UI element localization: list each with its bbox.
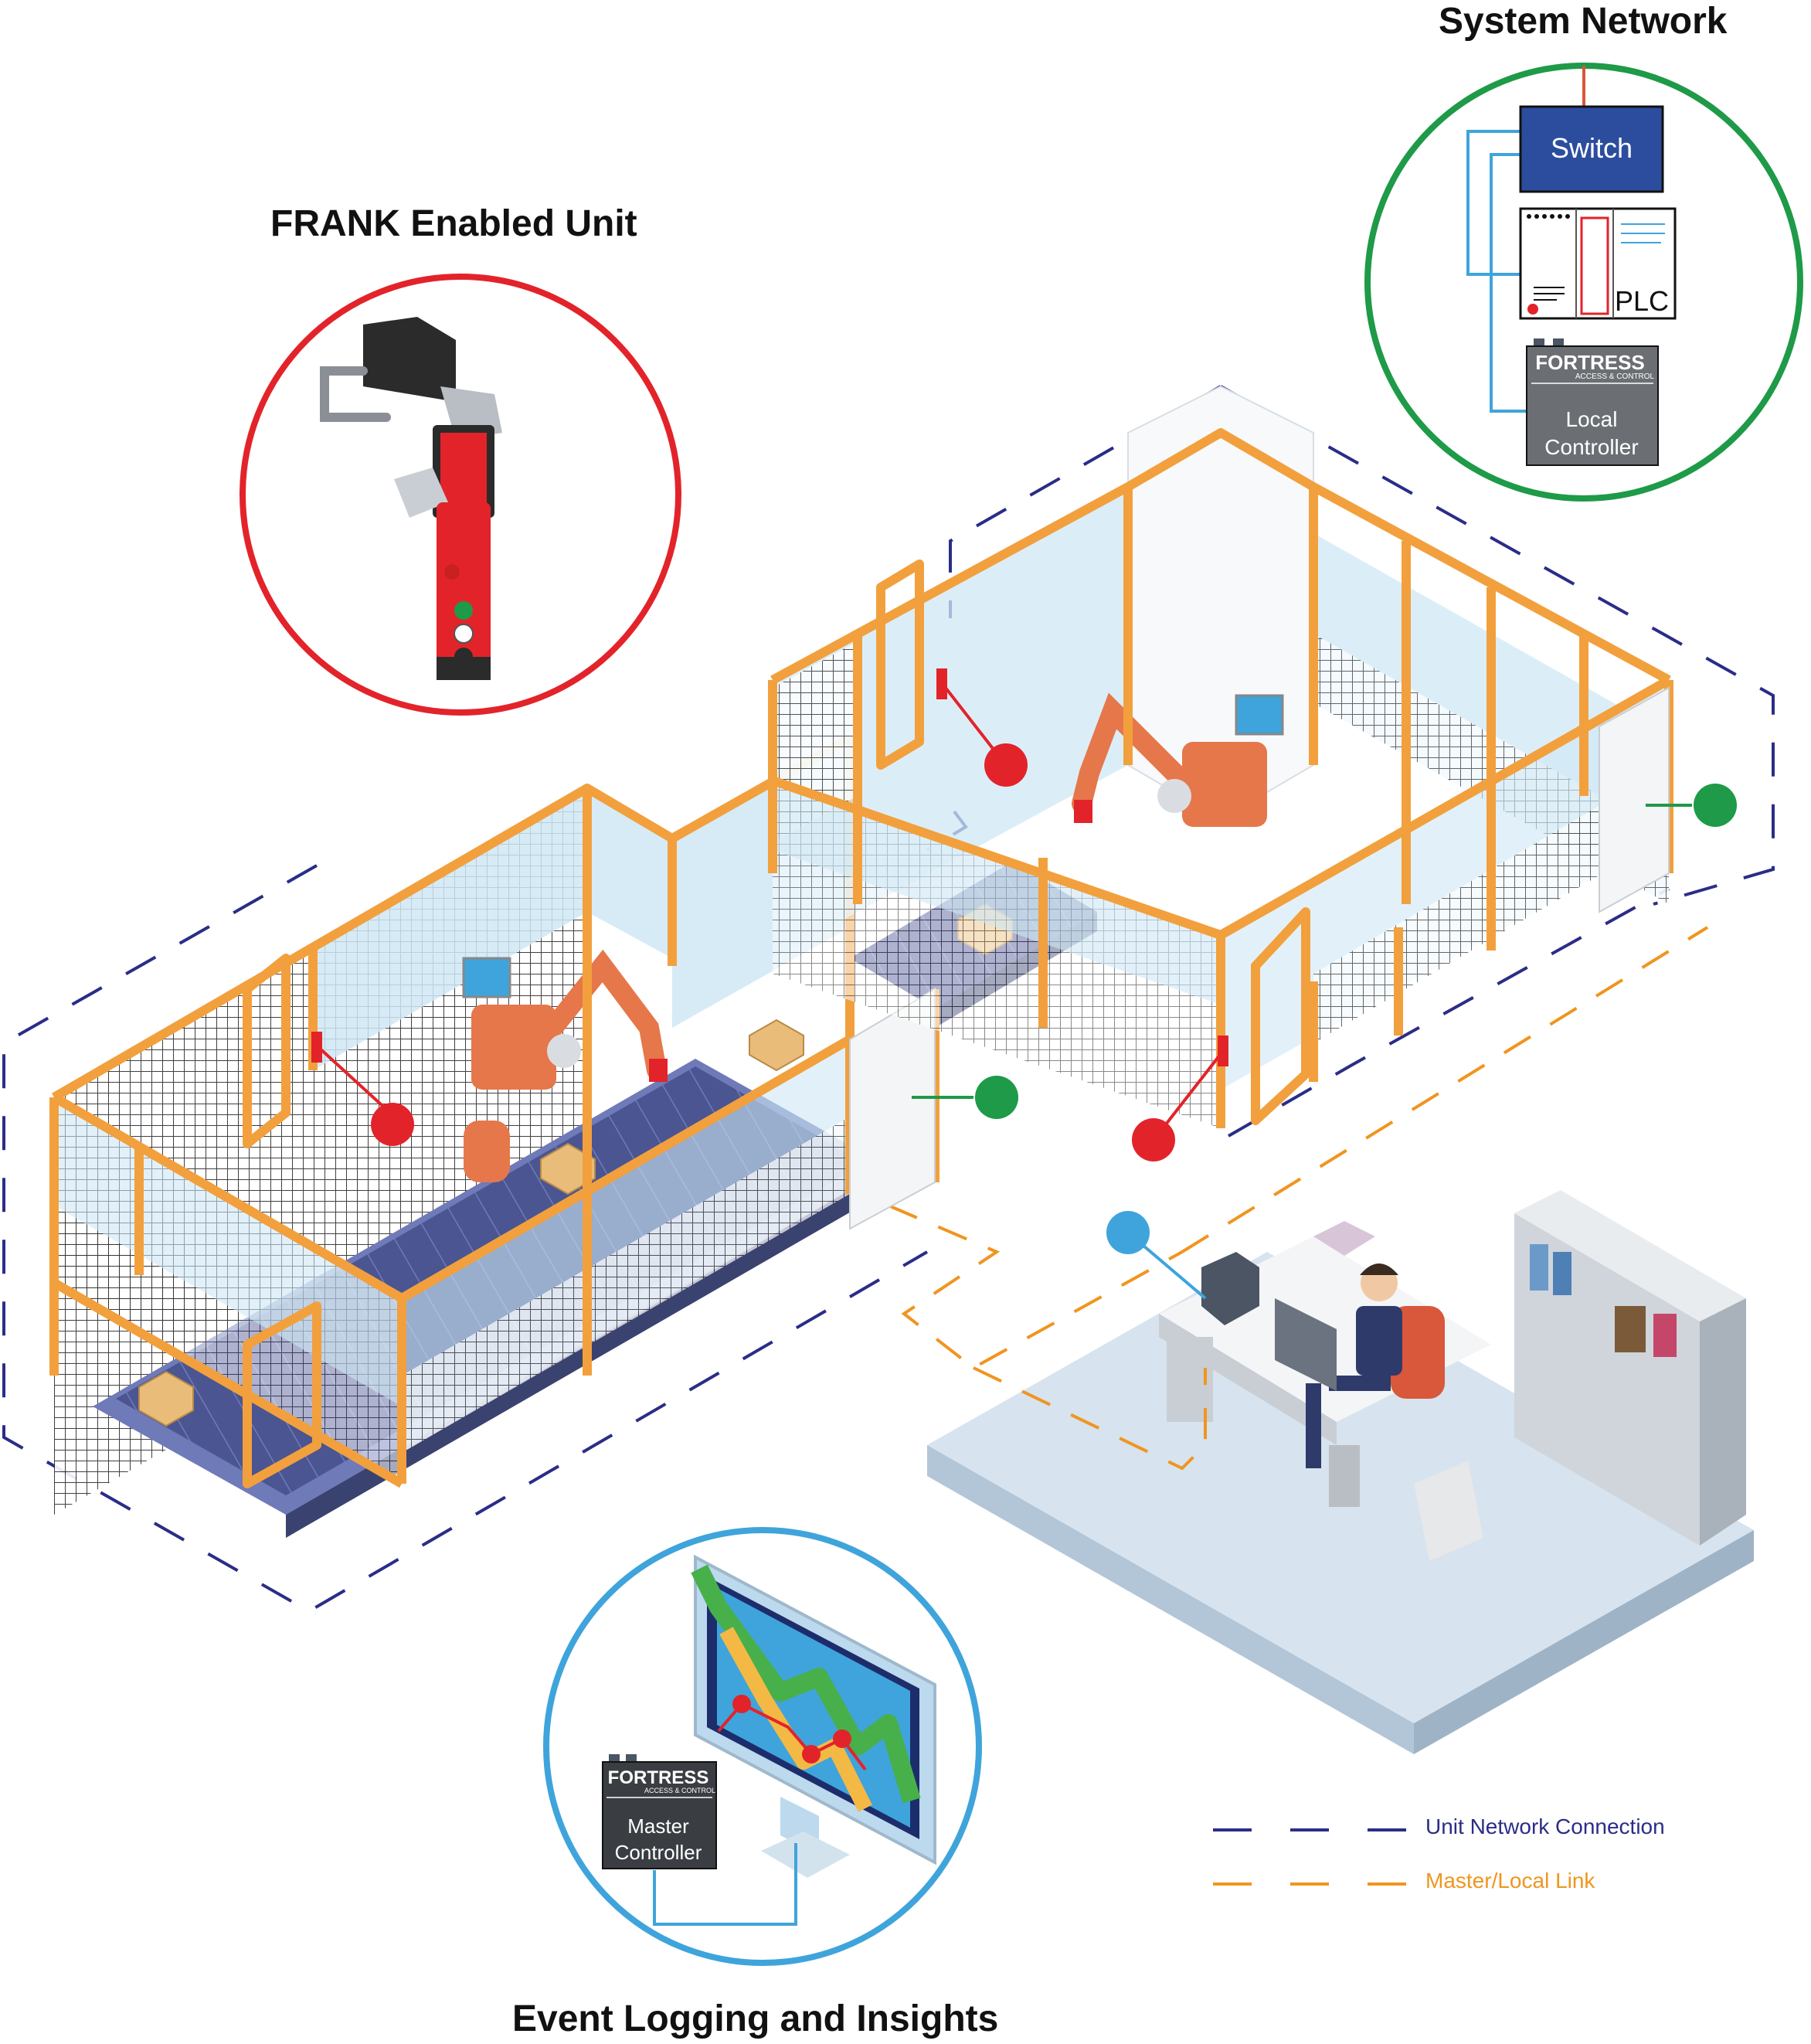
event-logging-callout: FORTRESS ACCESS & CONTROL Master Control… (543, 1527, 982, 1966)
robot-arm-icon (1072, 692, 1284, 827)
door-node (1132, 1118, 1175, 1161)
switch-label: Switch (1551, 132, 1633, 164)
master-controller-brand: FORTRESS (608, 1767, 709, 1788)
master-controller-line1: Master (627, 1814, 689, 1838)
legend-unit-network-label: Unit Network Connection (1425, 1814, 1665, 1838)
plc-device: PLC (1519, 207, 1677, 320)
local-controller-device: FORTRESS ACCESS & CONTROL Local Controll… (1526, 338, 1659, 466)
event-logging-title: Event Logging and Insights (512, 1998, 999, 2039)
left-robot-cell (49, 733, 1097, 1538)
robot-arm-icon (462, 949, 668, 1182)
master-controller-device: FORTRESS ACCESS & CONTROL Master Control… (602, 1754, 717, 1869)
door-node (371, 1103, 414, 1146)
safety-interlock-icon (320, 317, 502, 680)
master-local-lines (888, 926, 1709, 1471)
office-worker-icon (1306, 1263, 1445, 1468)
local-controller-line2: Controller (1544, 435, 1638, 459)
frank-unit-callout (240, 274, 681, 716)
legend-master-local-label: Master/Local Link (1425, 1869, 1595, 1893)
system-network-callout: Switch PLC FORTRESS ACCESS & CONTROL Loc… (1364, 63, 1803, 502)
office-node (1106, 1211, 1150, 1254)
switch-box (1519, 105, 1664, 193)
interlock-nodes (311, 668, 1737, 1300)
right-robot-cell (768, 385, 1673, 1128)
bookshelf-icon (1514, 1190, 1746, 1546)
master-controller-brand-sub: ACCESS & CONTROL (644, 1787, 715, 1794)
local-controller-brand-sub: ACCESS & CONTROL (1575, 372, 1655, 381)
frank-unit-title: FRANK Enabled Unit (270, 203, 637, 244)
monitor-chart-icon (691, 1554, 936, 1878)
unit-node (975, 1076, 1018, 1119)
legend (1213, 1828, 1406, 1886)
door-node (984, 743, 1028, 787)
unit-node (1694, 784, 1737, 827)
local-controller-line1: Local (1566, 407, 1618, 431)
system-network-title: System Network (1439, 1, 1728, 42)
office-area (927, 1190, 1754, 1754)
plc-label: PLC (1615, 285, 1669, 317)
local-controller-brand: FORTRESS (1535, 351, 1645, 374)
master-controller-line2: Controller (615, 1841, 702, 1864)
